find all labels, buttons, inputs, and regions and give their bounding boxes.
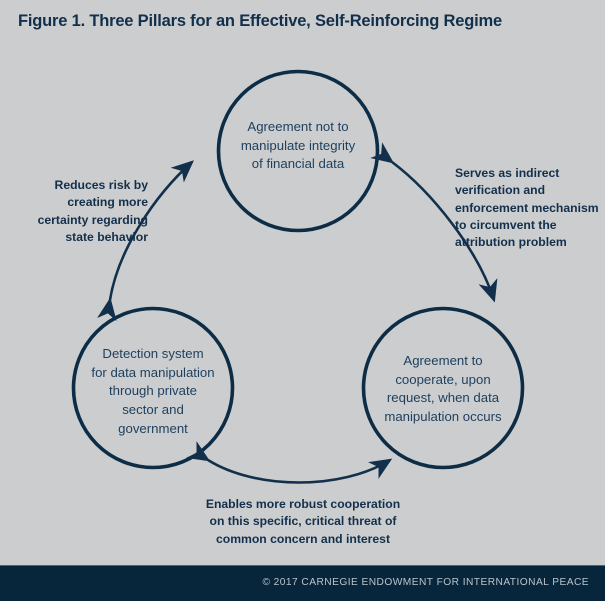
copyright-text: © 2017 CARNEGIE ENDOWMENT FOR INTERNATIO… [262,577,589,588]
edge-label-enables-robust-cooperation: Enables more robust cooperation on this … [205,497,401,546]
edge-arrow-right [370,142,498,303]
edge-label-reduces-risk: Reduces risk by creating more certainty … [37,178,148,244]
node-label-agreement-integrity: Agreement not to manipulate integrity of… [240,119,356,172]
node-circle-bottom-right [361,306,525,470]
footer-bar: © 2017 CARNEGIE ENDOWMENT FOR INTERNATIO… [0,565,605,601]
node-label-agreement-cooperate: Agreement to cooperate, upon request, wh… [384,353,502,425]
figure-title-bar: Figure 1. Three Pillars for an Effective… [0,0,605,46]
edge-label-serves-as-indirect-verification: Serves as indirect verification and enfo… [455,166,599,250]
node-label-detection-system: Detection system for data manipulation t… [91,346,215,436]
edge-arrow-left [97,160,194,322]
edge-arrow-bottom [186,441,393,484]
page-title: Figure 1. Three Pillars for an Effective… [18,12,502,30]
